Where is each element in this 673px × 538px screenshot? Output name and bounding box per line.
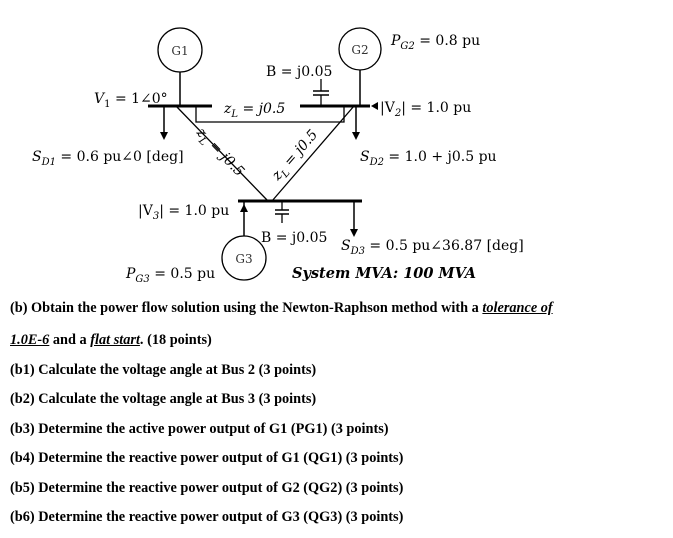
zl-left-label: zL = j0.5 xyxy=(190,124,247,182)
question-b-line-2: 1.0E-6 and a flat start. (18 points) xyxy=(10,332,212,349)
zl-top-label: zL = j0.5 xyxy=(223,101,285,120)
sd2-label: SD2 = 1.0 + j0.5 pu xyxy=(360,149,497,168)
generator-g1-label: G1 xyxy=(171,44,188,58)
system-mva-label: System MVA: 100 MVA xyxy=(292,265,476,282)
sd3-label: SD3 = 0.5 pu∠36.87 [deg] xyxy=(341,238,524,257)
line-2-3 xyxy=(271,105,355,202)
question-b5: (b5) Determine the reactive power output… xyxy=(10,480,404,496)
flat-start-emphasis: flat start xyxy=(90,332,140,348)
v1-label: V1 = 1∠0° xyxy=(94,91,168,110)
question-b3: (b3) Determine the active power output o… xyxy=(10,421,389,437)
v2-label: |V2| = 1.0 pu xyxy=(380,100,471,119)
v2-pointer-arrow xyxy=(371,102,378,110)
tolerance-value-emphasis: 1.0E-6 xyxy=(10,332,50,348)
question-b4: (b4) Determine the reactive power output… xyxy=(10,450,404,466)
question-b-text: (b) Obtain the power flow solution using… xyxy=(10,300,483,316)
tolerance-emphasis: tolerance of xyxy=(482,300,553,316)
line-1-2 xyxy=(195,106,345,123)
pg2-label: PG2 = 0.8 pu xyxy=(390,33,480,52)
line-1-3 xyxy=(175,105,269,202)
question-b-line-1: (b) Obtain the power flow solution using… xyxy=(10,300,553,317)
pg3-label: PG3 = 0.5 pu xyxy=(125,266,215,285)
shunt-capacitor-top xyxy=(313,79,329,106)
generator-g3-label: G3 xyxy=(235,252,252,266)
sd1-label: SD1 = 0.6 pu∠0 [deg] xyxy=(32,149,184,168)
zl-right-label: zL = j0.5 xyxy=(268,127,323,187)
v3-label: |V3| = 1.0 pu xyxy=(138,203,229,222)
question-b-mid: and a xyxy=(49,332,91,348)
question-b6: (b6) Determine the reactive power output… xyxy=(10,509,404,525)
question-b2: (b2) Calculate the voltage angle at Bus … xyxy=(10,391,317,407)
g3-injection-arrow xyxy=(240,204,248,212)
generator-g2-label: G2 xyxy=(351,43,368,57)
b-top-label: B = j0.05 xyxy=(266,64,332,80)
shunt-capacitor-bottom xyxy=(275,201,289,223)
power-system-diagram: G1 G2 G3 PG2 = 0.8 pu B = j0.05 V1 = 1∠0… xyxy=(32,27,524,285)
b-bottom-label: B = j0.05 xyxy=(261,230,327,246)
question-b1: (b1) Calculate the voltage angle at Bus … xyxy=(10,362,317,378)
question-b-points: . (18 points) xyxy=(139,332,212,348)
